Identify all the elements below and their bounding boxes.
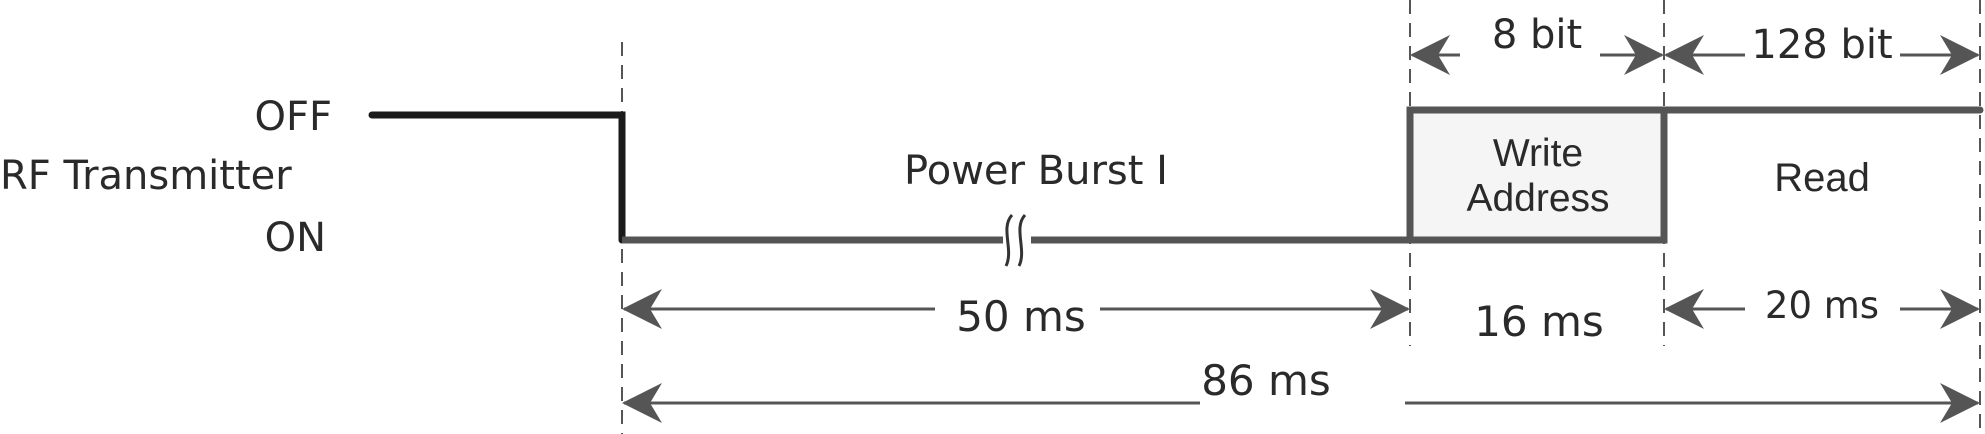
signal-state-off-label: OFF [255,94,333,140]
duration-label-read: 20 ms [1765,284,1879,327]
signal-state-on-label: ON [265,215,326,261]
phase-label-power-burst: Power Burst I [904,148,1168,194]
bits-label-read: 128 bit [1751,22,1892,68]
time-break-symbol [1003,213,1031,267]
write-address-box [1406,106,1668,244]
bits-label-write: 8 bit [1492,12,1582,58]
phase-label-write-line1: Write [1493,132,1583,175]
phase-label-write-line2: Address [1466,177,1609,220]
duration-label-write: 16 ms [1474,297,1604,346]
phase-label-read: Read [1774,156,1870,200]
duration-label-power-burst: 50 ms [956,292,1086,341]
waveform-off-segment [368,111,626,244]
total-duration-label: 86 ms [1201,356,1331,405]
signal-name-label: RF Transmitter [0,153,292,199]
